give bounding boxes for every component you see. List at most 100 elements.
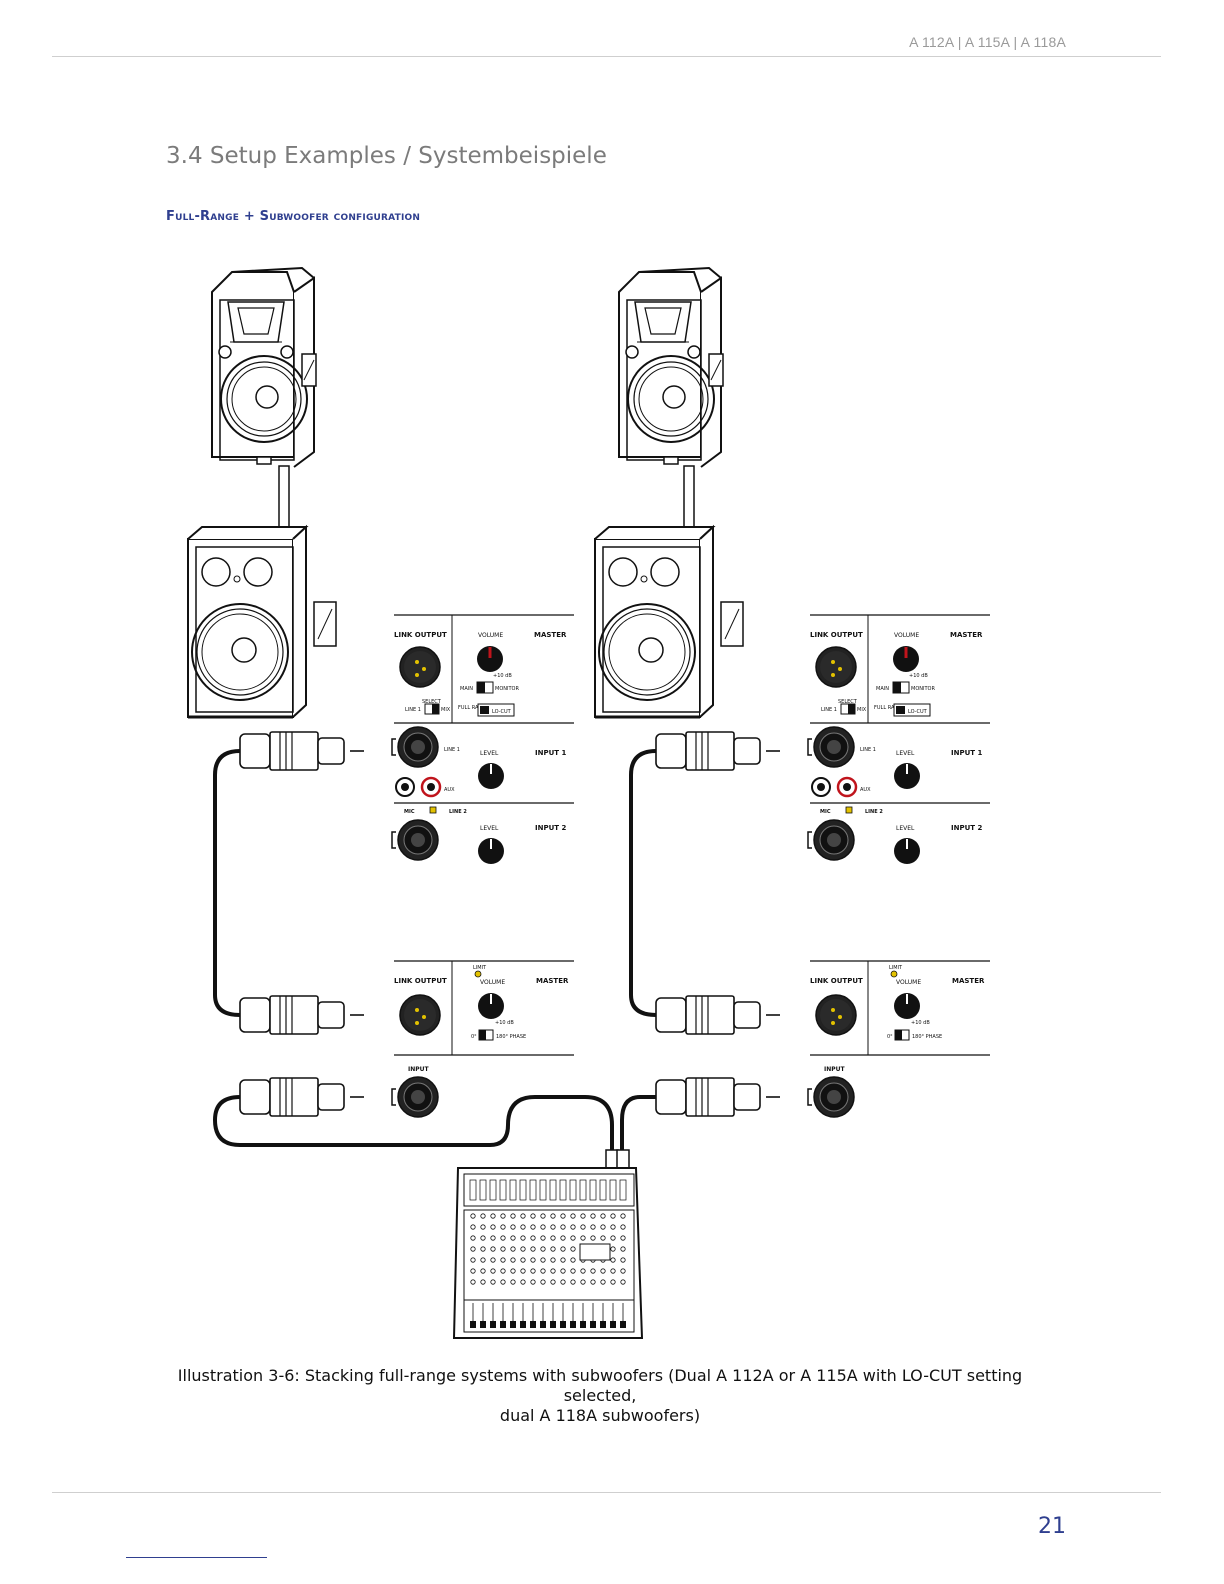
caption-line-2: dual A 118A subwoofers) (499, 1406, 701, 1425)
master-label: MASTER (950, 631, 983, 639)
input1-level-knob (477, 762, 505, 790)
left-subwoofer (186, 525, 338, 719)
sub-input-label: INPUT (408, 1066, 430, 1073)
sub-link-output-jack (815, 994, 857, 1036)
sub-input-label: INPUT (824, 1066, 846, 1073)
mixer-knob (470, 1246, 476, 1252)
select-label: SELECT (838, 699, 858, 705)
mixer-knob (570, 1257, 576, 1263)
input2-combo-jack (807, 819, 855, 861)
mixer-input-jack (569, 1179, 577, 1201)
mixer-knob (470, 1235, 476, 1241)
mixer-knob (610, 1213, 616, 1219)
mixer-knob (520, 1268, 526, 1274)
mixer-knob (620, 1268, 626, 1274)
mixer-fader (610, 1321, 616, 1328)
sub-master-label: MASTER (952, 977, 985, 985)
right-sub-panel: LINK OUTPUT LIMIT VOLUME MASTER +10 dB 0… (807, 960, 990, 1118)
mixer-knob (590, 1268, 596, 1274)
mixer-knob (480, 1257, 486, 1263)
mixer-fader (620, 1321, 626, 1328)
mixer-knob (600, 1213, 606, 1219)
mixer-knob (530, 1268, 536, 1274)
monitor-label: MONITOR (911, 686, 935, 692)
sub-volume-label: VOLUME (896, 979, 921, 986)
select-mix-label: MIX (857, 707, 867, 713)
mixer-knob (570, 1235, 576, 1241)
mixer-knob (540, 1224, 546, 1230)
mixer-input-jack (559, 1179, 567, 1201)
mixer-knob (610, 1268, 616, 1274)
mixer-fader (540, 1321, 546, 1328)
mixer-knob (620, 1246, 626, 1252)
mixer-knob (560, 1235, 566, 1241)
mixer-knob (590, 1213, 596, 1219)
left-sub-panel: LINK OUTPUT LIMIT VOLUME MASTER +10 dB 0… (391, 960, 574, 1118)
mixer-knob (540, 1213, 546, 1219)
left-pole (278, 465, 290, 533)
mixer-knob (490, 1279, 496, 1285)
mixer-knob (510, 1224, 516, 1230)
volume-knob (891, 644, 921, 674)
mixer-knob (480, 1213, 486, 1219)
mixer-knob (490, 1213, 496, 1219)
mixer-input-jack (519, 1179, 527, 1201)
mixer-knob (560, 1224, 566, 1230)
input1-combo-jack (391, 726, 439, 768)
left-link-plug-bottom (239, 995, 365, 1035)
mixer-knob (470, 1213, 476, 1219)
input2-level-label: LEVEL (480, 825, 499, 832)
mixer-knob (480, 1235, 486, 1241)
right-fullrange-speaker (618, 267, 724, 468)
mixer-knob (520, 1257, 526, 1263)
left-link-plug-top (239, 731, 365, 771)
mixer-knob (610, 1257, 616, 1263)
sub-volume-max-label: +10 dB (911, 1020, 930, 1026)
figure-caption: Illustration 3-6: Stacking full-range sy… (160, 1366, 1040, 1426)
mixer-knob (530, 1279, 536, 1285)
mixer-knob (470, 1279, 476, 1285)
mixer-knob (610, 1235, 616, 1241)
right-link-plug-top (655, 731, 781, 771)
main-label: MAIN (876, 686, 889, 692)
sub-volume-max-label: +10 dB (495, 1020, 514, 1026)
mixer-knob (540, 1257, 546, 1263)
mixer-knob (510, 1279, 516, 1285)
mixer-knob (480, 1246, 486, 1252)
sub-master-label: MASTER (536, 977, 569, 985)
input1-label: INPUT 1 (535, 749, 566, 757)
mixer-fader (550, 1321, 556, 1328)
right-subwoofer (593, 525, 745, 719)
mixer-knob (560, 1246, 566, 1252)
main-label: MAIN (460, 686, 473, 692)
mixer-input-jack (469, 1179, 477, 1201)
mixer-knob (500, 1224, 506, 1230)
phase-0-label: 0° (887, 1034, 893, 1040)
mixer-input-jack (549, 1179, 557, 1201)
mixer-knob (470, 1268, 476, 1274)
mixer-knob (500, 1235, 506, 1241)
limit-label: LIMIT (473, 965, 487, 971)
mixer-knob (620, 1257, 626, 1263)
mixer-knob (540, 1246, 546, 1252)
volume-label: VOLUME (894, 632, 919, 639)
volume-knob (475, 644, 505, 674)
mixer-channel-strips (469, 1179, 627, 1328)
mixer-knob (490, 1246, 496, 1252)
mixer-fader (560, 1321, 566, 1328)
mixer-knob (560, 1257, 566, 1263)
mixer-knob (620, 1224, 626, 1230)
right-stack (593, 267, 745, 719)
section-title: 3.4 Setup Examples / Systembeispiele (166, 143, 607, 169)
select-line1-label: LINE 1 (405, 707, 421, 713)
volume-label: VOLUME (478, 632, 503, 639)
mixer-knob (600, 1279, 606, 1285)
line2-label: LINE 2 (449, 809, 467, 815)
sub-link-output-jack (399, 994, 441, 1036)
mixer-knob (480, 1279, 486, 1285)
full-range-label: FULL RANGE (458, 705, 489, 711)
mic-label: MIC (820, 809, 831, 815)
mixer-knob (500, 1257, 506, 1263)
mic-label: MIC (404, 809, 415, 815)
